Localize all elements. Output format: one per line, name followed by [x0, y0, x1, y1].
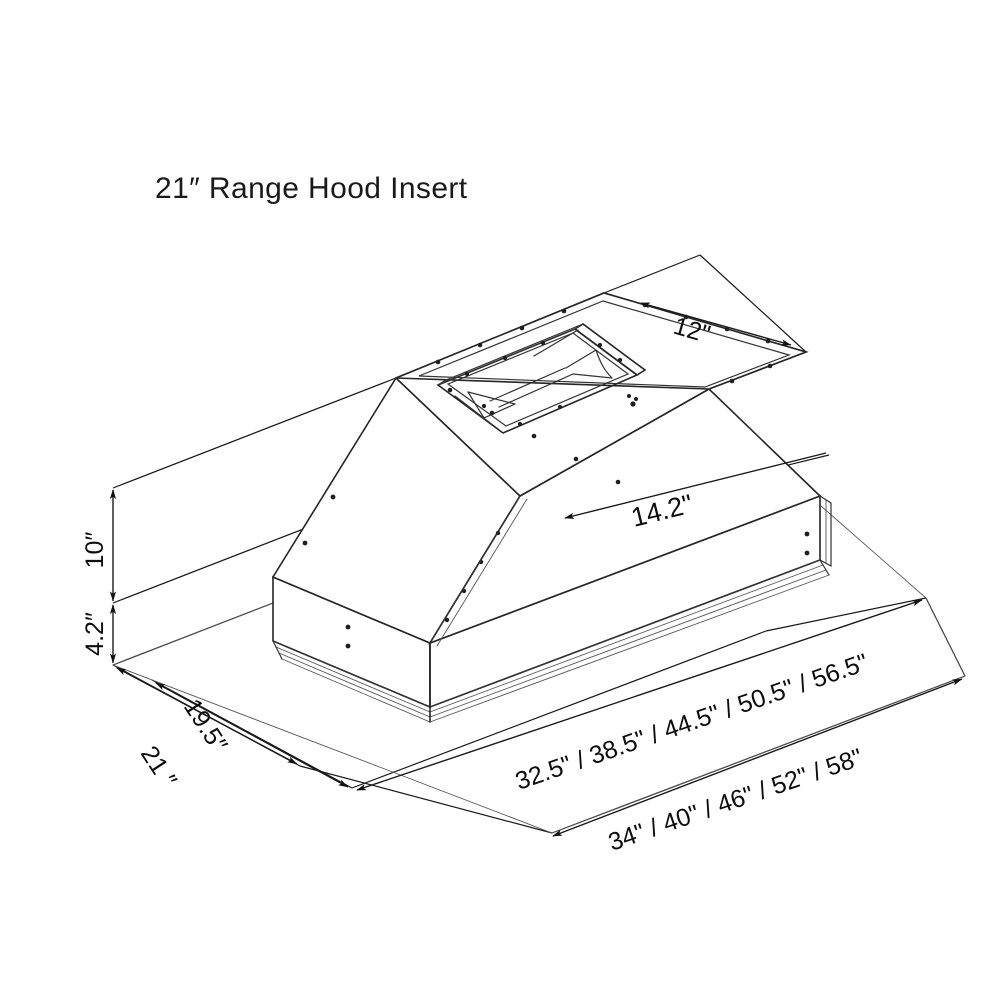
dimension-label-width-outer: 34" / 40" / 46" / 52" / 58" [605, 743, 866, 856]
dimension-depth-19-5: 19.5″ [155, 682, 349, 788]
page-title: 21″ Range Hood Insert [155, 172, 468, 205]
dimension-height-4-2: 4.2″ [81, 604, 117, 664]
dimension-label-4-2in: 4.2″ [81, 612, 109, 656]
dimension-label-10in: 10″ [81, 532, 109, 569]
dimension-height-10: 10″ [81, 489, 117, 602]
right-corner-detail [819, 495, 832, 568]
dimension-label-21in: 21 ″ [135, 741, 182, 793]
duct-opening-damper [436, 323, 647, 434]
